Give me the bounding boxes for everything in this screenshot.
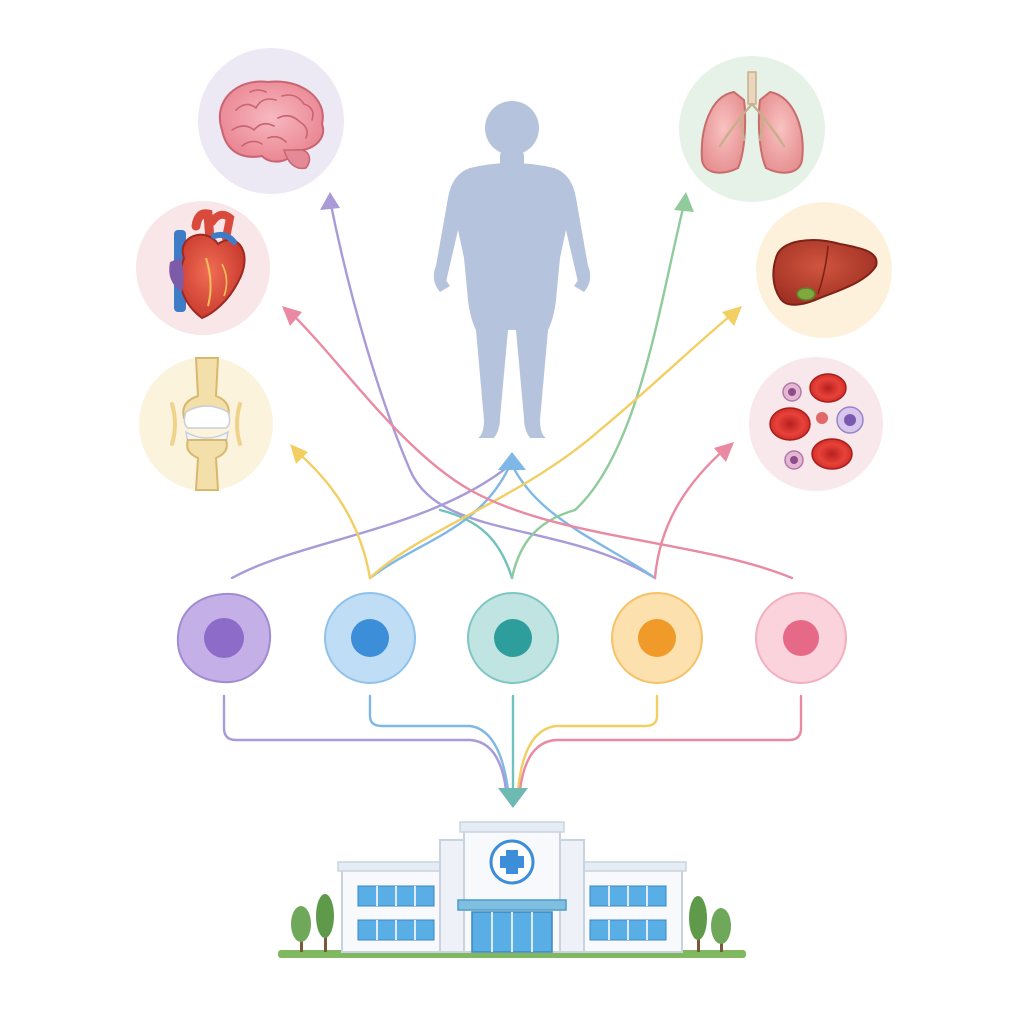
flow-teal-to-body bbox=[438, 508, 514, 580]
arrowhead-brain bbox=[320, 192, 340, 210]
flow-purple-to-brain bbox=[328, 198, 657, 580]
liver-icon bbox=[772, 239, 878, 306]
stem-cell-orange bbox=[611, 592, 703, 684]
hospital-building bbox=[278, 821, 746, 958]
arrowhead-lungs bbox=[674, 192, 694, 212]
flow-yellow-to-knee bbox=[293, 448, 372, 580]
arrowhead-knee bbox=[290, 444, 308, 464]
stem-cell-blue bbox=[324, 592, 416, 684]
flow-yellow-to-liver bbox=[368, 310, 737, 580]
flow-blue-right-to-body bbox=[510, 463, 657, 580]
arrowhead-liver bbox=[722, 306, 742, 326]
flow-teal-up bbox=[510, 508, 577, 580]
heart-icon bbox=[169, 209, 246, 320]
stem-cell-pink bbox=[755, 592, 847, 684]
flow-pink-to-hospital bbox=[518, 694, 803, 792]
arrowhead-body bbox=[498, 452, 526, 470]
stem-cell-teal bbox=[467, 592, 559, 684]
organ-knee-joint bbox=[139, 357, 273, 491]
arrowhead-blood bbox=[714, 442, 734, 462]
organ-heart bbox=[136, 201, 270, 335]
flow-blue-to-body bbox=[368, 463, 512, 580]
flow-blue-to-hospital bbox=[368, 694, 510, 792]
arrowhead-heart bbox=[282, 306, 302, 326]
brain-icon bbox=[219, 80, 325, 170]
knee-joint-icon bbox=[170, 357, 242, 491]
flow-lines bbox=[230, 192, 794, 580]
organ-liver bbox=[756, 202, 892, 338]
stem-cell-row bbox=[176, 592, 847, 684]
stem-cell-purple bbox=[176, 592, 272, 684]
organ-lungs bbox=[679, 56, 825, 202]
flow-green-to-lungs bbox=[573, 198, 687, 512]
arrowhead-hospital bbox=[498, 788, 528, 808]
flow-pink-to-blood bbox=[653, 446, 728, 580]
organ-blood-cells bbox=[749, 357, 883, 491]
tree-icon bbox=[689, 896, 731, 952]
flow-orange-to-hospital bbox=[516, 694, 659, 792]
flow-pink-to-heart bbox=[286, 308, 794, 580]
organ-brain bbox=[198, 48, 344, 194]
tree-icon bbox=[291, 894, 334, 952]
flow-purple-to-hospital bbox=[222, 694, 508, 792]
flow-lines-to-hospital bbox=[222, 694, 803, 808]
flow-purple-to-body bbox=[230, 463, 512, 580]
lungs-icon bbox=[700, 71, 804, 174]
medical-cross-icon bbox=[489, 839, 535, 885]
blood-cells-icon bbox=[769, 373, 864, 470]
human-body-silhouette bbox=[433, 101, 591, 438]
